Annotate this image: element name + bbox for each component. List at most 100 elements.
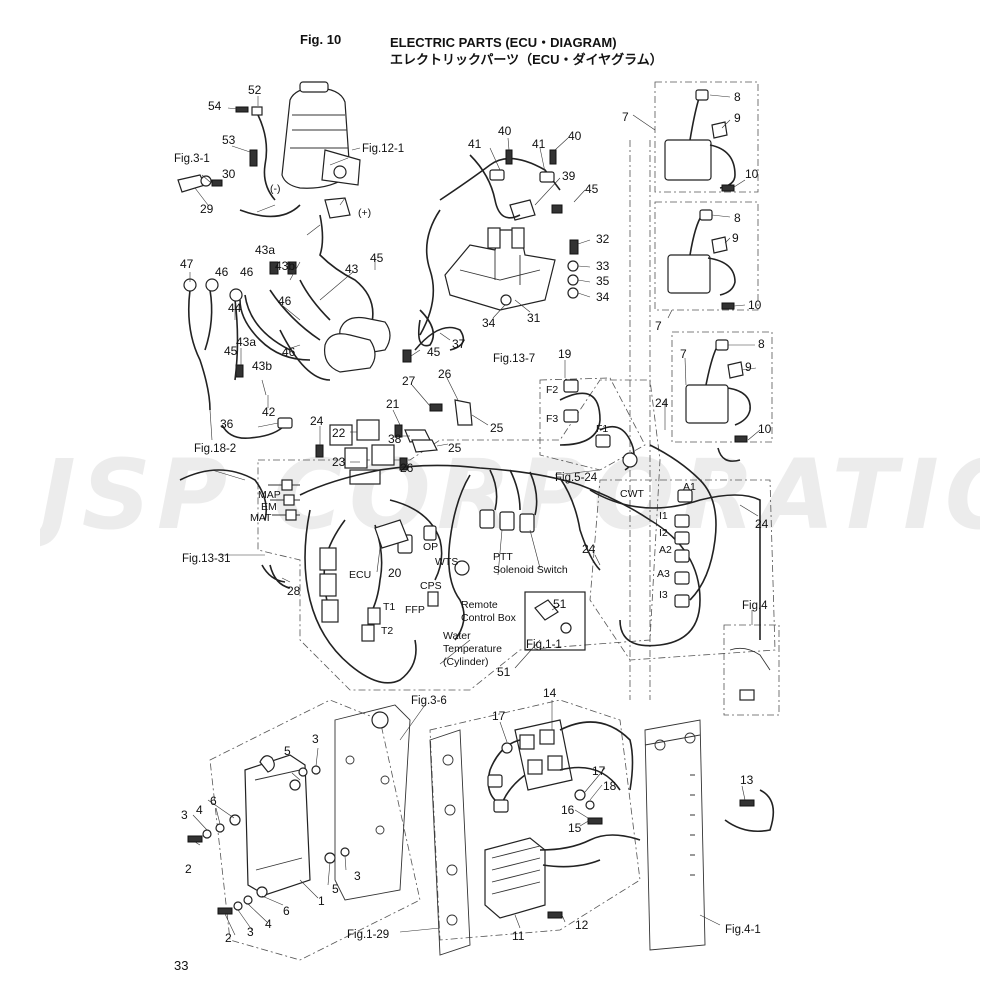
pn-6: 6 [283,904,290,918]
pn-43b: 43b [275,259,295,273]
rectifier-outline [429,699,641,941]
ignition-coil-box-2 [654,201,759,311]
rectifier-assembly [429,719,641,956]
pn-45: 45 [427,345,441,359]
pn-28: 28 [287,584,301,598]
pn-24: 24 [582,542,596,556]
ignition-coil-box-1 [654,81,759,193]
pn-24: 24 [310,414,324,428]
pn-49: 51 [553,597,567,611]
pn-25: 25 [490,421,504,435]
label-ptt: PTT [493,551,513,563]
pn-19: 19 [558,347,572,361]
pn-45: 45 [370,251,384,265]
pn-27: 27 [402,374,416,388]
pn-13: 13 [740,773,754,787]
pn-43a: 43a [255,243,275,257]
pn-31: 31 [527,311,541,325]
pn-8: 8 [758,337,765,351]
label-a3: A3 [657,568,670,580]
component-labels: (-) (+) MAP EM MAT ECU OP WTS CPS T1 T2 … [250,183,696,668]
pn-30: 30 [222,167,236,181]
pn-35: 35 [596,274,610,288]
swivel-bracket [644,647,775,951]
ref-fig-4: Fig.4 [742,600,768,612]
pn-32: 32 [596,232,610,246]
pn-23: 23 [332,455,346,469]
leader-lines [189,94,761,936]
fuse-relays [315,399,473,485]
pn-40: 40 [568,129,582,143]
pn-7: 7 [622,110,629,124]
ref-fig-5-24: Fig.5-24 [555,472,598,484]
label-temperature: Temperature [443,643,502,655]
starter-motor [281,81,361,189]
pn-3: 3 [354,869,361,883]
label-f3: F3 [546,413,558,425]
pn-51: 54 [208,99,222,113]
pn-9: 9 [734,111,741,125]
pn-6: 6 [210,794,217,808]
pn-46: 46 [215,265,229,279]
pn-22: 22 [332,426,346,440]
pn-45: 45 [224,344,238,358]
pn-33: 33 [596,259,610,273]
pn-34: 34 [596,290,610,304]
pn-15: 15 [568,821,582,835]
pn-5: 5 [284,744,291,758]
ref-fig-18-2: Fig.18-2 [194,443,236,455]
fig4-outline [723,624,780,716]
pn-4: 4 [265,917,272,931]
pn-9: 9 [745,360,752,374]
starter-relays [235,261,435,381]
pn-16: 16 [561,803,575,817]
label-water: Water [443,630,471,642]
pn-3: 3 [181,808,188,822]
pn-29: 29 [200,202,214,216]
pn-4: 4 [196,803,203,817]
terminal-leads [183,278,293,440]
pn-1: 1 [318,894,325,908]
pn-43: 43 [345,262,359,276]
label-negative: (-) [270,183,281,195]
main-harness [179,209,761,684]
pn-43b: 43b [252,359,272,373]
label-control-box: Control Box [461,612,517,624]
label-mat: MAT [250,512,272,524]
pn-48: 51 [497,665,511,679]
pn-12: 12 [575,918,589,932]
pn-5: 5 [332,882,339,896]
ref-fig-1-1: Fig.1-1 [526,639,562,651]
pn-44: 44 [228,301,242,315]
label-i3: I3 [659,589,668,601]
battery-cables [177,106,374,331]
pn-40: 40 [498,124,512,138]
label-t2: T2 [381,625,393,637]
pn-10: 10 [758,422,772,436]
label-ecu: ECU [349,569,371,581]
label-i1: I1 [659,510,668,522]
pn-7: 7 [655,319,662,333]
injector-harness-outline [589,479,776,661]
ref-fig-12-1: Fig.12-1 [362,143,404,155]
ref-fig-4-1: Fig.4-1 [725,924,761,936]
pn-17: 17 [492,709,506,723]
label-cwt: CWT [620,488,644,500]
pn-36: 36 [220,417,234,431]
label-cps: CPS [420,580,442,592]
title-english: ELECTRIC PARTS (ECU・DIAGRAM) [390,35,617,50]
label-remote: Remote [461,599,498,611]
pn-25: 25 [448,441,462,455]
pn-47: 47 [180,257,194,271]
pn-50: 52 [248,83,262,97]
pn-42: 42 [262,405,276,419]
label-a2: A2 [659,544,672,556]
pn-8: 8 [734,211,741,225]
pn-3: 3 [247,925,254,939]
pn-46: 46 [278,294,292,308]
label-a1: A1 [683,481,696,493]
pn-39: 39 [562,169,576,183]
pn-20: 20 [388,566,402,580]
label-f2: F2 [546,384,558,396]
